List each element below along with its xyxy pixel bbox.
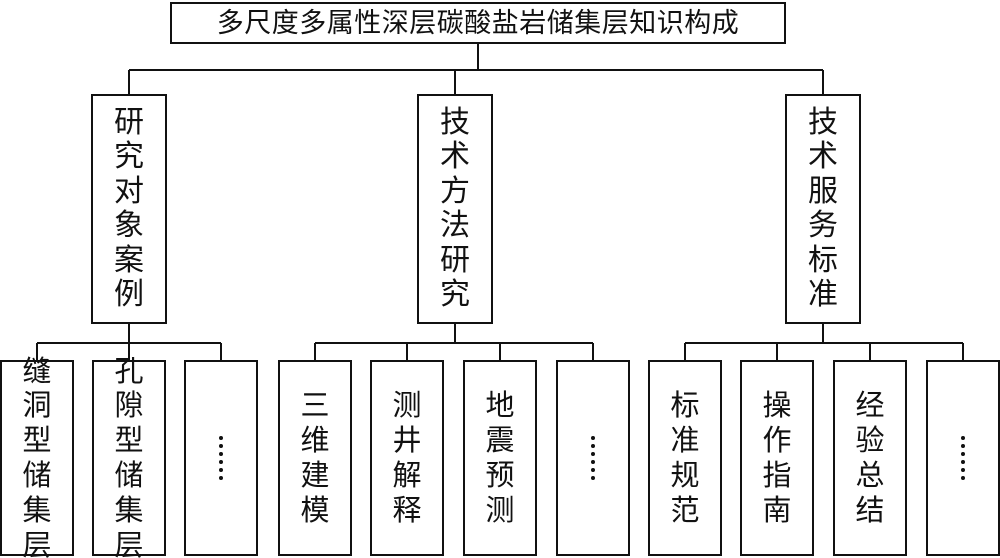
- leaf-node-seismic-prediction: 地震预测: [463, 360, 537, 556]
- ellipsis-dot: [590, 436, 595, 440]
- ellipsis-dot: [218, 476, 223, 480]
- leaf-node-fracture-vug-reservoir: 缝洞型储集层: [0, 354, 74, 558]
- leaf-label: 缝洞型储集层: [22, 353, 52, 558]
- ellipsis-dot: [960, 436, 965, 440]
- category-node-service-standards: 技术服务标准: [785, 94, 861, 324]
- leaf-label: 地震预测: [485, 388, 515, 527]
- ellipsis-dot: [590, 460, 595, 464]
- ellipsis-dot: [960, 460, 965, 464]
- leaf-label: 孔隙型储集层: [114, 353, 144, 558]
- category-label: 技术方法研究: [440, 104, 470, 312]
- root-title: 多尺度多属性深层碳酸盐岩储集层知识构成: [216, 7, 740, 39]
- leaf-label: 三维建模: [300, 388, 330, 527]
- category-node-technical-methods: 技术方法研究: [417, 94, 493, 324]
- ellipsis-label: [577, 436, 609, 480]
- ellipsis-dot: [218, 444, 223, 448]
- ellipsis-dot: [590, 452, 595, 456]
- ellipsis-dot: [218, 468, 223, 472]
- leaf-label: 经验总结: [855, 388, 885, 527]
- ellipsis-label: [947, 436, 979, 480]
- ellipsis-dot: [960, 444, 965, 448]
- leaf-node-more-cases: [184, 360, 258, 556]
- leaf-label: 操作指南: [762, 388, 792, 527]
- category-node-research-cases: 研究对象案例: [91, 94, 167, 324]
- ellipsis-dot: [218, 436, 223, 440]
- leaf-label: 测井解释: [392, 388, 422, 527]
- ellipsis-dot: [590, 444, 595, 448]
- ellipsis-dot: [590, 476, 595, 480]
- ellipsis-dot: [218, 460, 223, 464]
- leaf-node-well-log-interpretation: 测井解释: [370, 360, 444, 556]
- ellipsis-label: [205, 436, 237, 480]
- leaf-node-operation-guide: 操作指南: [740, 360, 814, 556]
- leaf-label: 标准规范: [670, 388, 700, 527]
- ellipsis-dot: [590, 468, 595, 472]
- ellipsis-dot: [218, 452, 223, 456]
- leaf-node-standards: 标准规范: [648, 360, 722, 556]
- leaf-node-more-methods: [556, 360, 630, 556]
- ellipsis-dot: [960, 476, 965, 480]
- leaf-node-more-standards: [926, 360, 1000, 556]
- root-node: 多尺度多属性深层碳酸盐岩储集层知识构成: [170, 2, 786, 44]
- category-label: 技术服务标准: [808, 104, 838, 312]
- category-label: 研究对象案例: [114, 104, 144, 312]
- ellipsis-dot: [960, 468, 965, 472]
- leaf-node-3d-modeling: 三维建模: [278, 360, 352, 556]
- leaf-node-experience-summary: 经验总结: [833, 360, 907, 556]
- ellipsis-dot: [960, 452, 965, 456]
- leaf-node-pore-reservoir: 孔隙型储集层: [92, 354, 166, 558]
